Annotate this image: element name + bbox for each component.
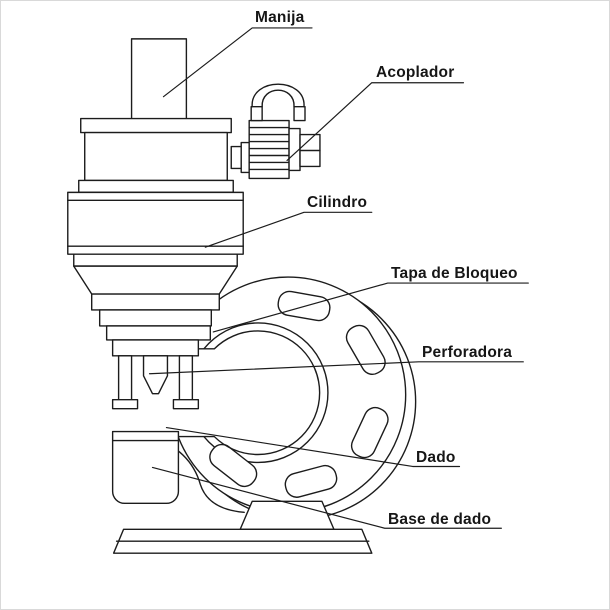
label-base-de-dado: Base de dado [388, 511, 492, 528]
leader-lines [148, 27, 529, 529]
label-cilindro: Cilindro [307, 194, 368, 211]
head-body [78, 117, 234, 194]
label-manija: Manija [255, 9, 305, 26]
label-dado: Dado [416, 449, 456, 466]
label-acoplador: Acoplador [376, 64, 455, 81]
coupler [230, 83, 321, 180]
label-perforadora: Perforadora [422, 344, 513, 361]
leader-perforadora [148, 361, 524, 375]
frame-wheel [118, 276, 417, 520]
leader-cilindro [204, 211, 373, 248]
label-tapa-de-bloqueo: Tapa de Bloqueo [391, 265, 518, 282]
leader-tapa-de-bloqueo [212, 282, 529, 333]
leader-manija [162, 27, 313, 98]
frame-slots [209, 290, 389, 498]
punch-holder [111, 339, 200, 410]
frame-foot [239, 500, 335, 530]
base-plate [112, 528, 373, 554]
leader-base-de-dado [151, 466, 502, 529]
punch [142, 355, 169, 395]
lock-cap [91, 293, 220, 341]
leader-acoplador [286, 82, 465, 162]
leader-dado [165, 426, 461, 468]
handle [130, 38, 188, 124]
die [111, 430, 180, 505]
